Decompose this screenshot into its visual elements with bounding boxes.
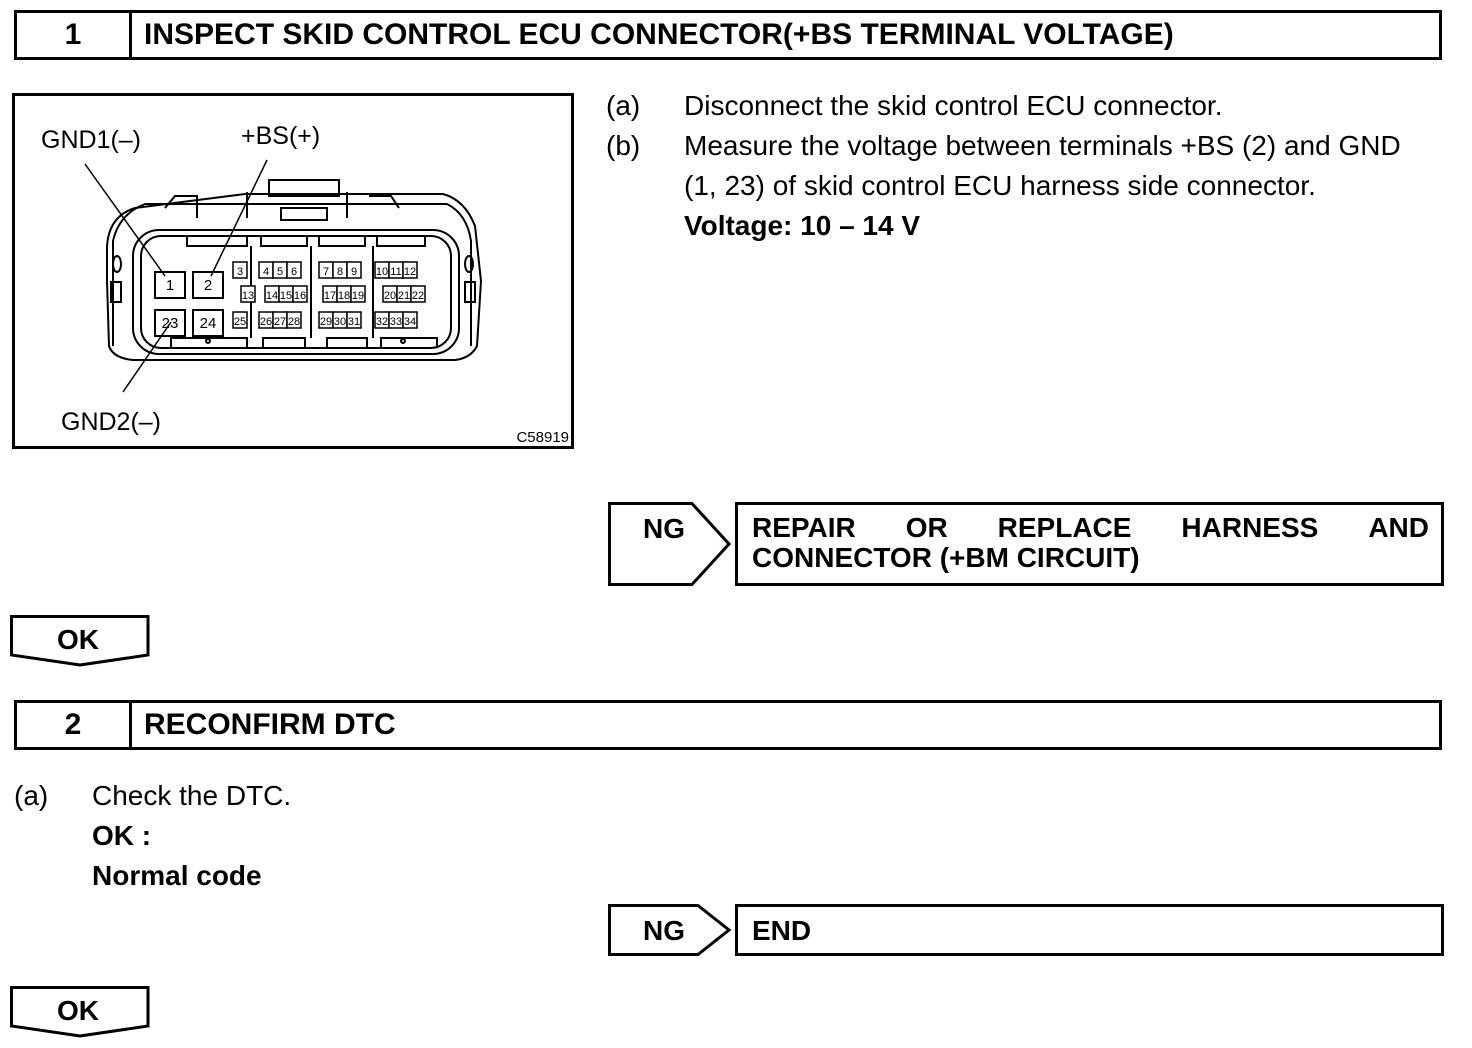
pin-32: 32 bbox=[376, 316, 388, 328]
step-2-header: 2 RECONFIRM DTC bbox=[14, 700, 1442, 750]
pin-26: 26 bbox=[260, 316, 272, 328]
ng-label: NG bbox=[643, 513, 685, 544]
step-number: 1 bbox=[17, 13, 132, 57]
ok-label: OK bbox=[57, 995, 99, 1026]
pin-7: 7 bbox=[323, 266, 329, 278]
ng-action-word: REPAIR bbox=[752, 512, 856, 543]
pin-14: 14 bbox=[266, 290, 278, 302]
pin-24: 24 bbox=[200, 315, 217, 332]
pin-20: 20 bbox=[384, 290, 396, 302]
pin-34: 34 bbox=[404, 316, 416, 328]
pin-29: 29 bbox=[320, 316, 332, 328]
ng-action-line2: CONNECTOR (+BM CIRCUIT) bbox=[752, 542, 1140, 573]
pin-21: 21 bbox=[398, 290, 410, 302]
ng-action-line1: REPAIR OR REPLACE HARNESS AND bbox=[752, 513, 1429, 543]
pin-16: 16 bbox=[294, 290, 306, 302]
ok-label: OK bbox=[57, 624, 99, 655]
pin-28: 28 bbox=[288, 316, 300, 328]
ok-spec-value: Normal code bbox=[92, 860, 262, 891]
ok-arrow-2: OK bbox=[10, 986, 150, 1038]
pin-11: 11 bbox=[390, 266, 401, 278]
gnd1-leader bbox=[84, 163, 166, 277]
instruction-a-marker: (a) bbox=[606, 90, 641, 121]
figure-code: C58919 bbox=[516, 429, 569, 446]
gnd1-label: GND1(–) bbox=[41, 126, 141, 154]
connector-figure: 1 2 23 24 3 4 5 6 7 bbox=[12, 93, 574, 449]
pin-19: 19 bbox=[352, 290, 364, 302]
ng-action-box-1: REPAIR OR REPLACE HARNESS AND CONNECTOR … bbox=[735, 502, 1444, 586]
pin-27: 27 bbox=[274, 316, 286, 328]
pin-4: 4 bbox=[263, 266, 269, 278]
pin-8: 8 bbox=[337, 266, 343, 278]
ng-action-word: OR bbox=[905, 512, 948, 543]
ok-arrow-1: OK bbox=[10, 615, 150, 667]
pin-10: 10 bbox=[376, 266, 388, 278]
ng-action-word: HARNESS bbox=[1181, 512, 1319, 543]
pin-1: 1 bbox=[166, 277, 174, 294]
ok-spec-label: OK : bbox=[92, 820, 152, 851]
pin-2: 2 bbox=[204, 277, 212, 294]
ng-label: NG bbox=[643, 915, 685, 946]
pin-18: 18 bbox=[338, 290, 350, 302]
bs-leader bbox=[210, 159, 268, 277]
pin-22: 22 bbox=[412, 290, 424, 302]
gnd2-leader bbox=[122, 321, 172, 393]
pin-5: 5 bbox=[277, 266, 283, 278]
pin-9: 9 bbox=[351, 266, 357, 278]
voltage-spec: Voltage: 10 – 14 V bbox=[684, 210, 921, 241]
pin-25: 25 bbox=[234, 316, 246, 328]
step2-instruction-marker: (a) bbox=[14, 780, 49, 811]
step-title: RECONFIRM DTC bbox=[144, 708, 396, 741]
pin-12: 12 bbox=[404, 266, 416, 278]
connector-diagram: 1 2 23 24 3 4 5 6 7 bbox=[41, 122, 569, 446]
pin-15: 15 bbox=[280, 290, 292, 302]
ng-arrow-2: NG bbox=[608, 904, 732, 956]
ng-arrow-1: NG bbox=[608, 502, 732, 586]
step-title: INSPECT SKID CONTROL ECU CONNECTOR(+BS T… bbox=[144, 18, 1174, 51]
ng-action-word: AND bbox=[1368, 512, 1429, 543]
gnd2-label: GND2(–) bbox=[61, 408, 161, 436]
instruction-b-marker: (b) bbox=[606, 130, 641, 161]
pin-3: 3 bbox=[237, 266, 243, 278]
instruction-a-text: Disconnect the skid control ECU connecto… bbox=[684, 90, 1223, 121]
pin-33: 33 bbox=[390, 316, 402, 328]
bs-label: +BS(+) bbox=[241, 122, 320, 150]
step-number: 2 bbox=[17, 703, 132, 747]
instruction-b-text-cont: (1, 23) of skid control ECU harness side… bbox=[684, 170, 1316, 201]
ng-action-word: REPLACE bbox=[997, 512, 1132, 543]
ng-action-box-2: END bbox=[735, 904, 1444, 956]
pin-30: 30 bbox=[334, 316, 346, 328]
pin-13: 13 bbox=[242, 290, 254, 302]
pin-31: 31 bbox=[348, 316, 360, 328]
step2-instruction-text: Check the DTC. bbox=[92, 780, 292, 811]
pin-17: 17 bbox=[324, 290, 336, 302]
instruction-b-text: Measure the voltage between terminals +B… bbox=[684, 130, 1401, 161]
step-1-header: 1 INSPECT SKID CONTROL ECU CONNECTOR(+BS… bbox=[14, 10, 1442, 60]
pin-6: 6 bbox=[291, 266, 297, 278]
